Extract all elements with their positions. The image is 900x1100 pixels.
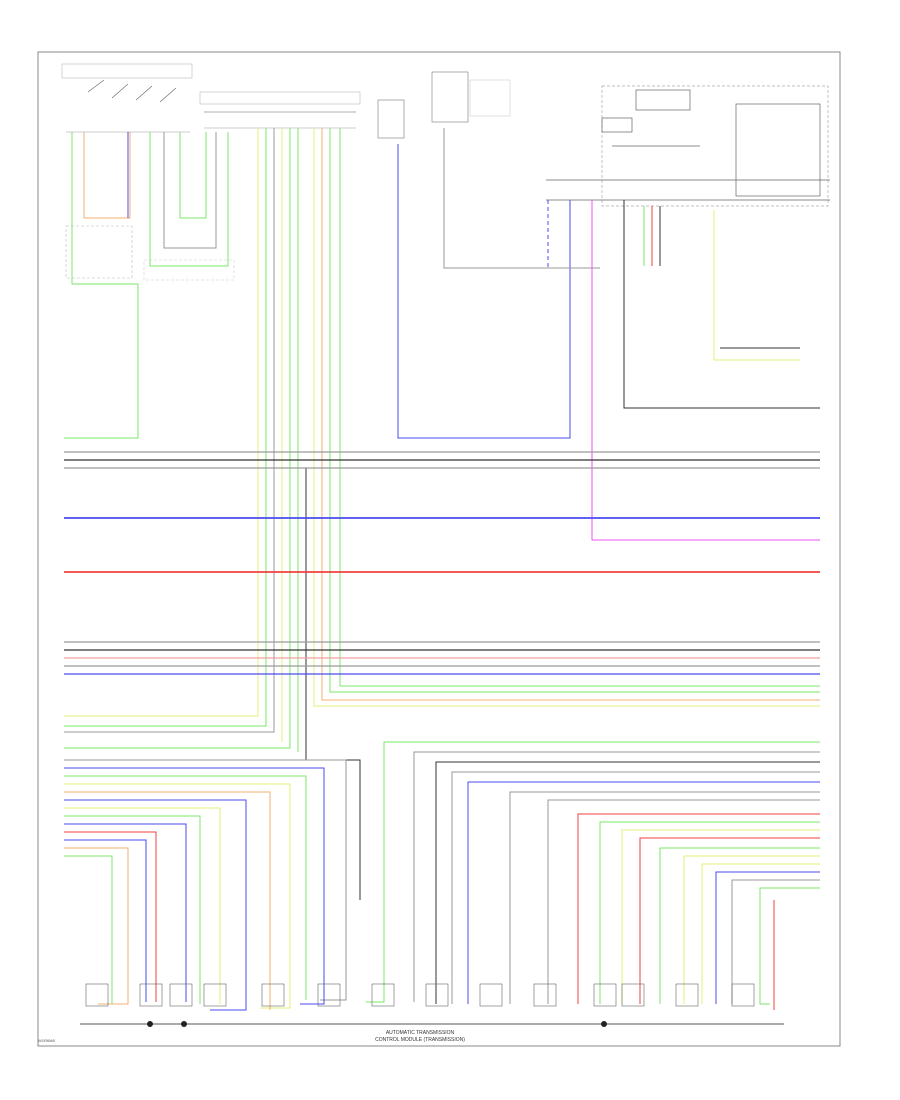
lower-right-wires — [366, 741, 820, 1010]
wires-top-left — [64, 132, 229, 439]
top-left-switch-group — [61, 63, 193, 133]
horizontal-bus — [64, 451, 820, 675]
right-module-wires — [547, 200, 820, 541]
diagram-frame — [37, 51, 841, 1047]
left-dashed-box — [65, 225, 133, 279]
bottom-module-label-2: CONTROL MODULE (TRANSMISSION) — [375, 1037, 465, 1043]
top-right-module — [546, 85, 830, 207]
lower-left-wires — [64, 759, 347, 1011]
bottom-connector-row — [85, 983, 755, 1007]
center-dashed-box — [143, 259, 235, 281]
top-center-connector-group — [199, 91, 361, 129]
ground-junctions — [147, 1021, 607, 1027]
bottom-module-label-1: AUTOMATIC TRANSMISSION — [386, 1030, 455, 1036]
vertical-bundle — [64, 128, 820, 900]
top-sensor-boxes — [377, 71, 511, 139]
footer-code: W1R6M8 — [38, 1038, 55, 1043]
